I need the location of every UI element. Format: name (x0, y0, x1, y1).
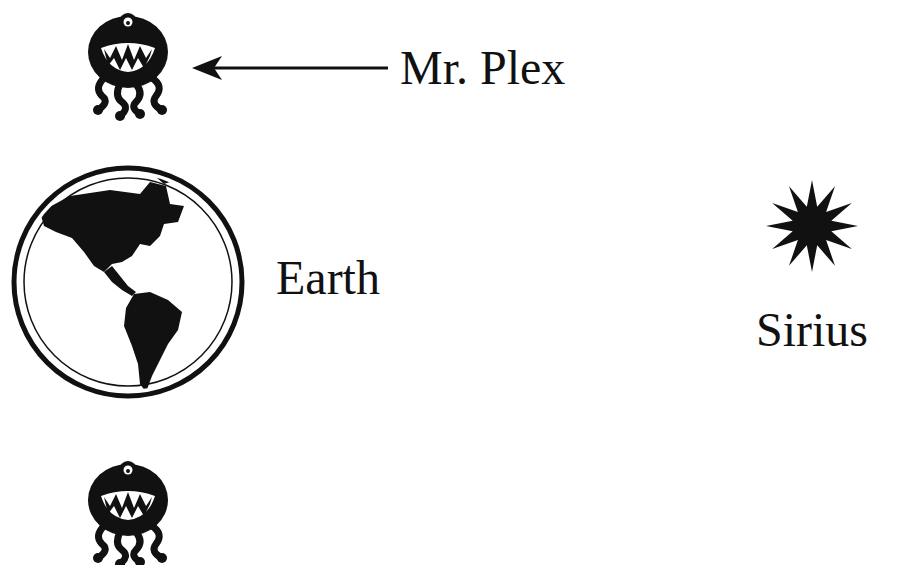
star-shape (766, 180, 858, 272)
star-label: Sirius (756, 304, 868, 357)
alien-figure (88, 461, 168, 565)
star-symbol (766, 180, 858, 272)
leader-arrow (192, 56, 388, 80)
alien-figure (88, 13, 168, 121)
planet-label: Earth (276, 252, 380, 305)
earth-globe (14, 168, 242, 396)
name-label: Mr. Plex (400, 42, 565, 95)
